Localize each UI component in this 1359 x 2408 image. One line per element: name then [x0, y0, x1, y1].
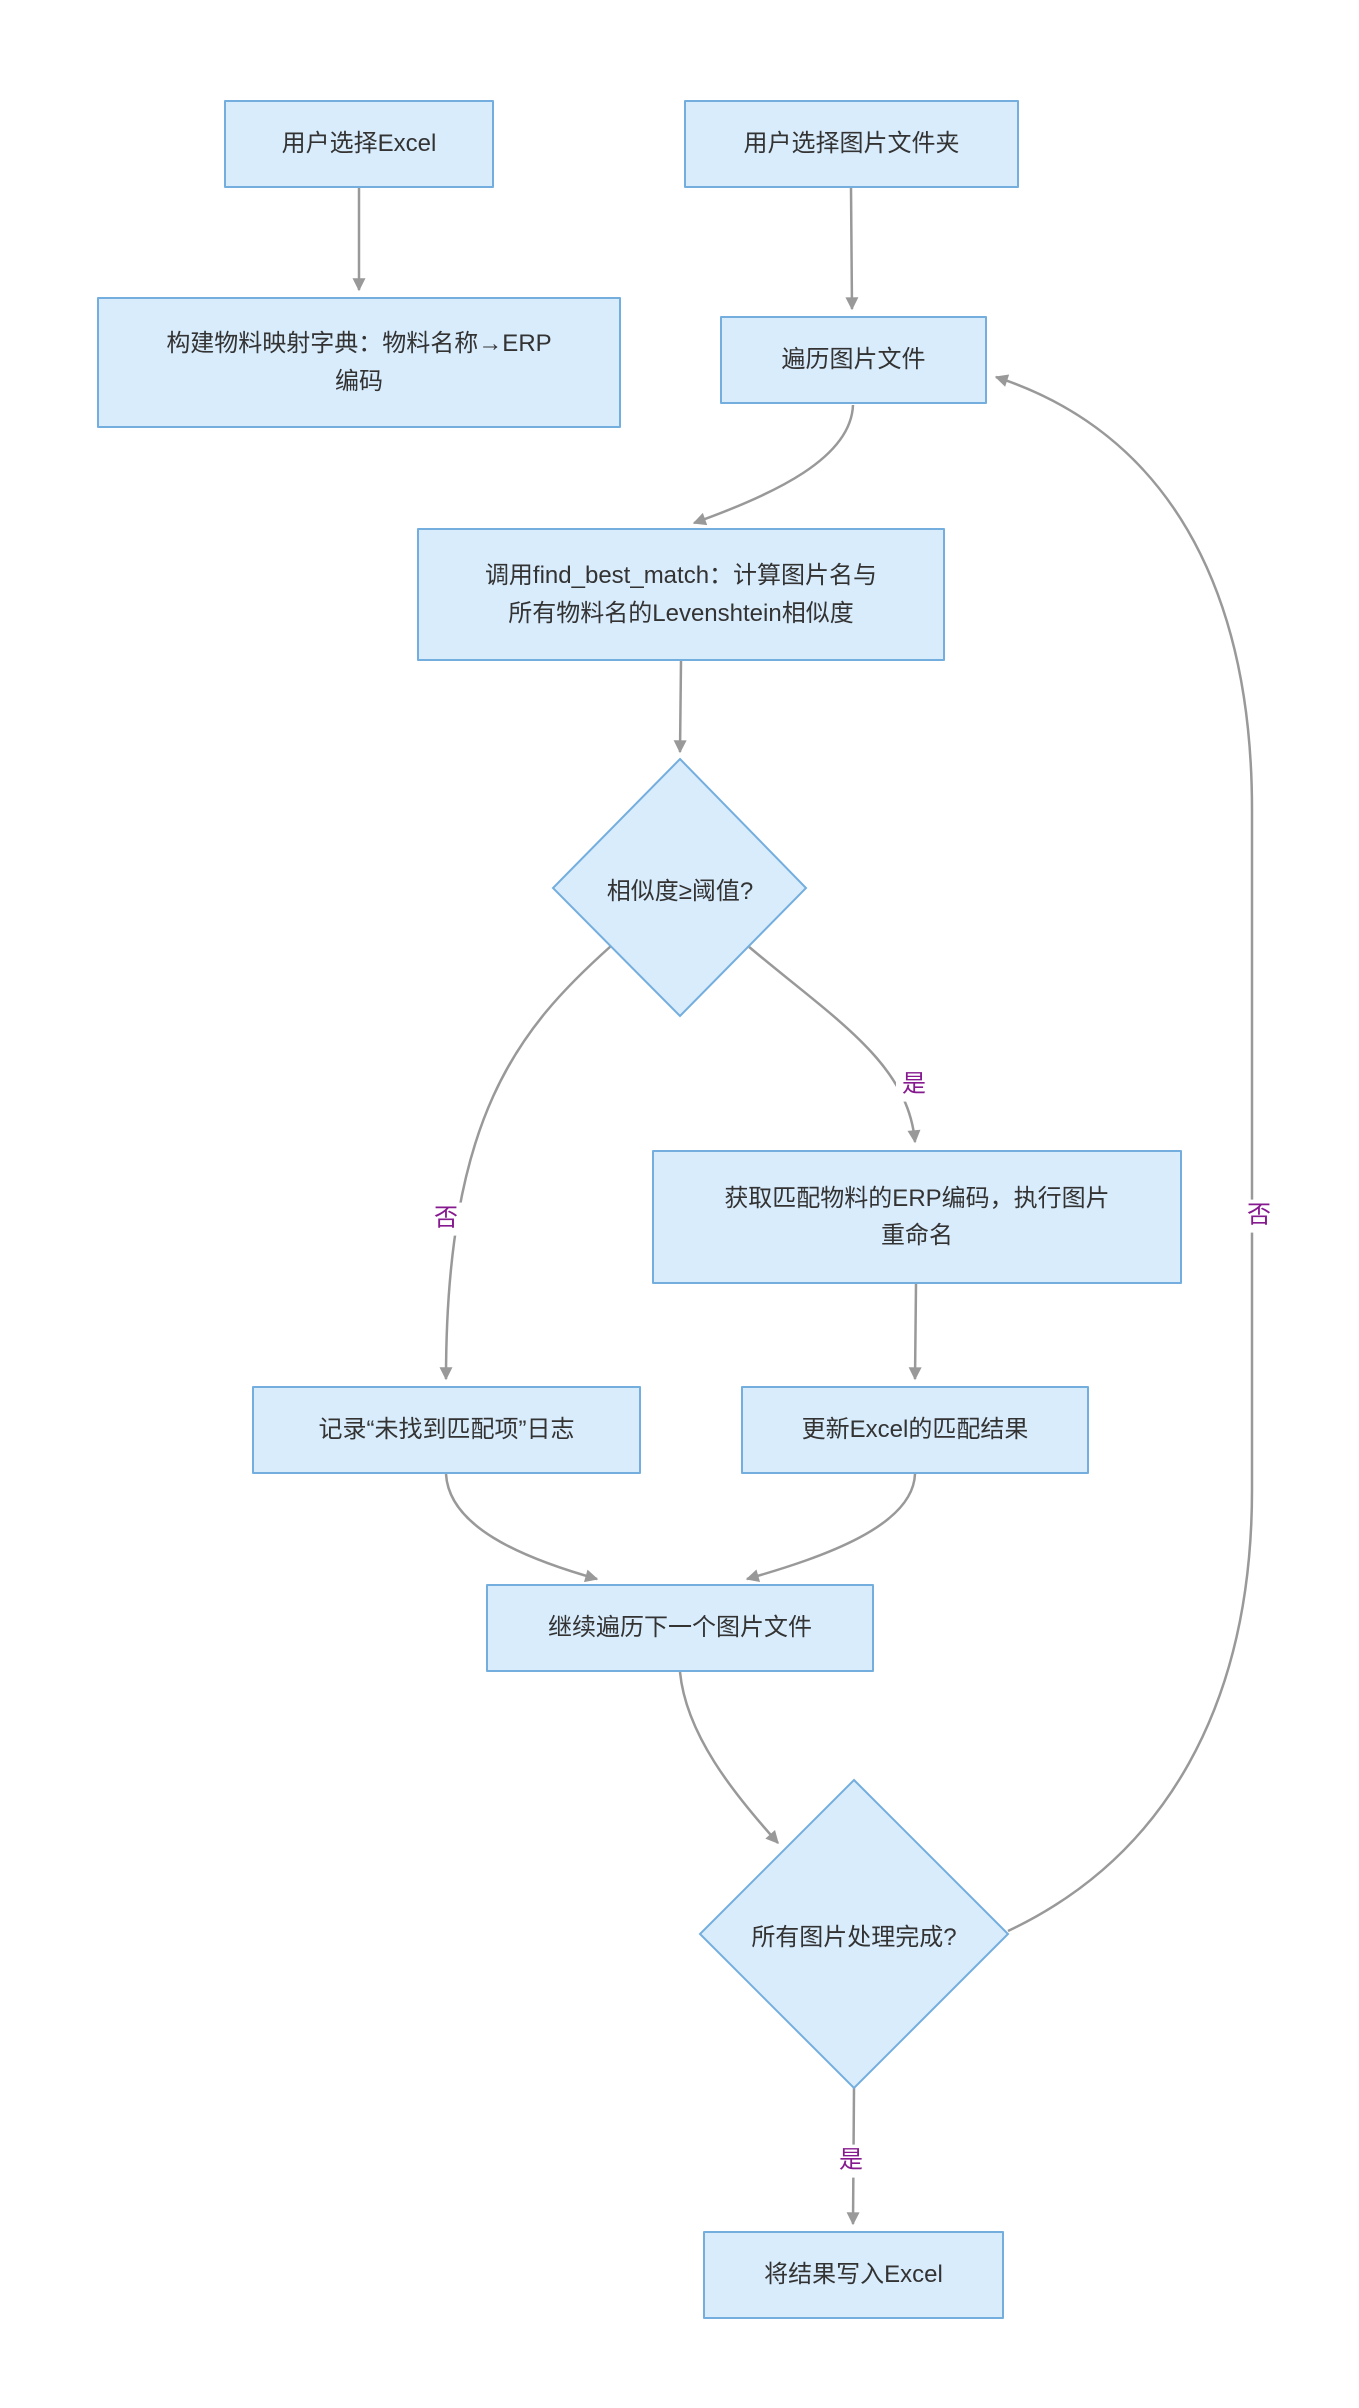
diamond-similarity-check: [551, 757, 808, 1018]
edge-similarity-no-to-log: [439, 945, 612, 1381]
edge-label-all-processed-yes: 是: [833, 2144, 869, 2178]
edge-label-similarity-no: 否: [428, 1202, 464, 1236]
node-continue-next-image: 继续遍历下一个图片文件: [486, 1584, 874, 1672]
edge-log-to-continue: [444, 1473, 599, 1583]
diamond-all-processed-check: [698, 1778, 1010, 2090]
node-log-no-match: 记录“未找到匹配项”日志: [252, 1386, 641, 1474]
edge-label-all-processed-no: 否: [1241, 1199, 1277, 1233]
node-iterate-images: 遍历图片文件: [720, 316, 987, 404]
node-select-image-folder: 用户选择图片文件夹: [684, 100, 1019, 188]
node-all-processed-check-label: 所有图片处理完成?: [751, 1923, 957, 1951]
edge-continue-to-all-processed: [678, 1671, 779, 1844]
edge-all-processed-no-loop-to-iterate: [994, 374, 1254, 1933]
node-select-excel: 用户选择Excel: [224, 100, 494, 188]
node-update-excel-result: 更新Excel的匹配结果: [741, 1386, 1089, 1474]
edge-get-erp-to-update-excel: [908, 1283, 922, 1381]
node-similarity-check-label: 相似度≥阈值?: [606, 877, 754, 905]
edge-find-match-to-similarity: [673, 660, 687, 754]
edge-similarity-yes-to-get-erp: [747, 945, 921, 1144]
edge-label-similarity-yes: 是: [896, 1068, 932, 1102]
node-get-erp-rename: 获取匹配物料的ERP编码，执行图片 重命名: [652, 1150, 1182, 1284]
edge-update-excel-to-continue: [745, 1473, 917, 1583]
node-build-material-dict: 构建物料映射字典：物料名称→ERP 编码: [97, 297, 621, 428]
edge-iterate-to-find-match: [692, 404, 855, 526]
node-find-best-match: 调用find_best_match：计算图片名与 所有物料名的Levenshte…: [417, 528, 945, 661]
node-write-results-excel: 将结果写入Excel: [703, 2231, 1004, 2319]
edge-select-folder-to-iterate: [845, 187, 859, 311]
